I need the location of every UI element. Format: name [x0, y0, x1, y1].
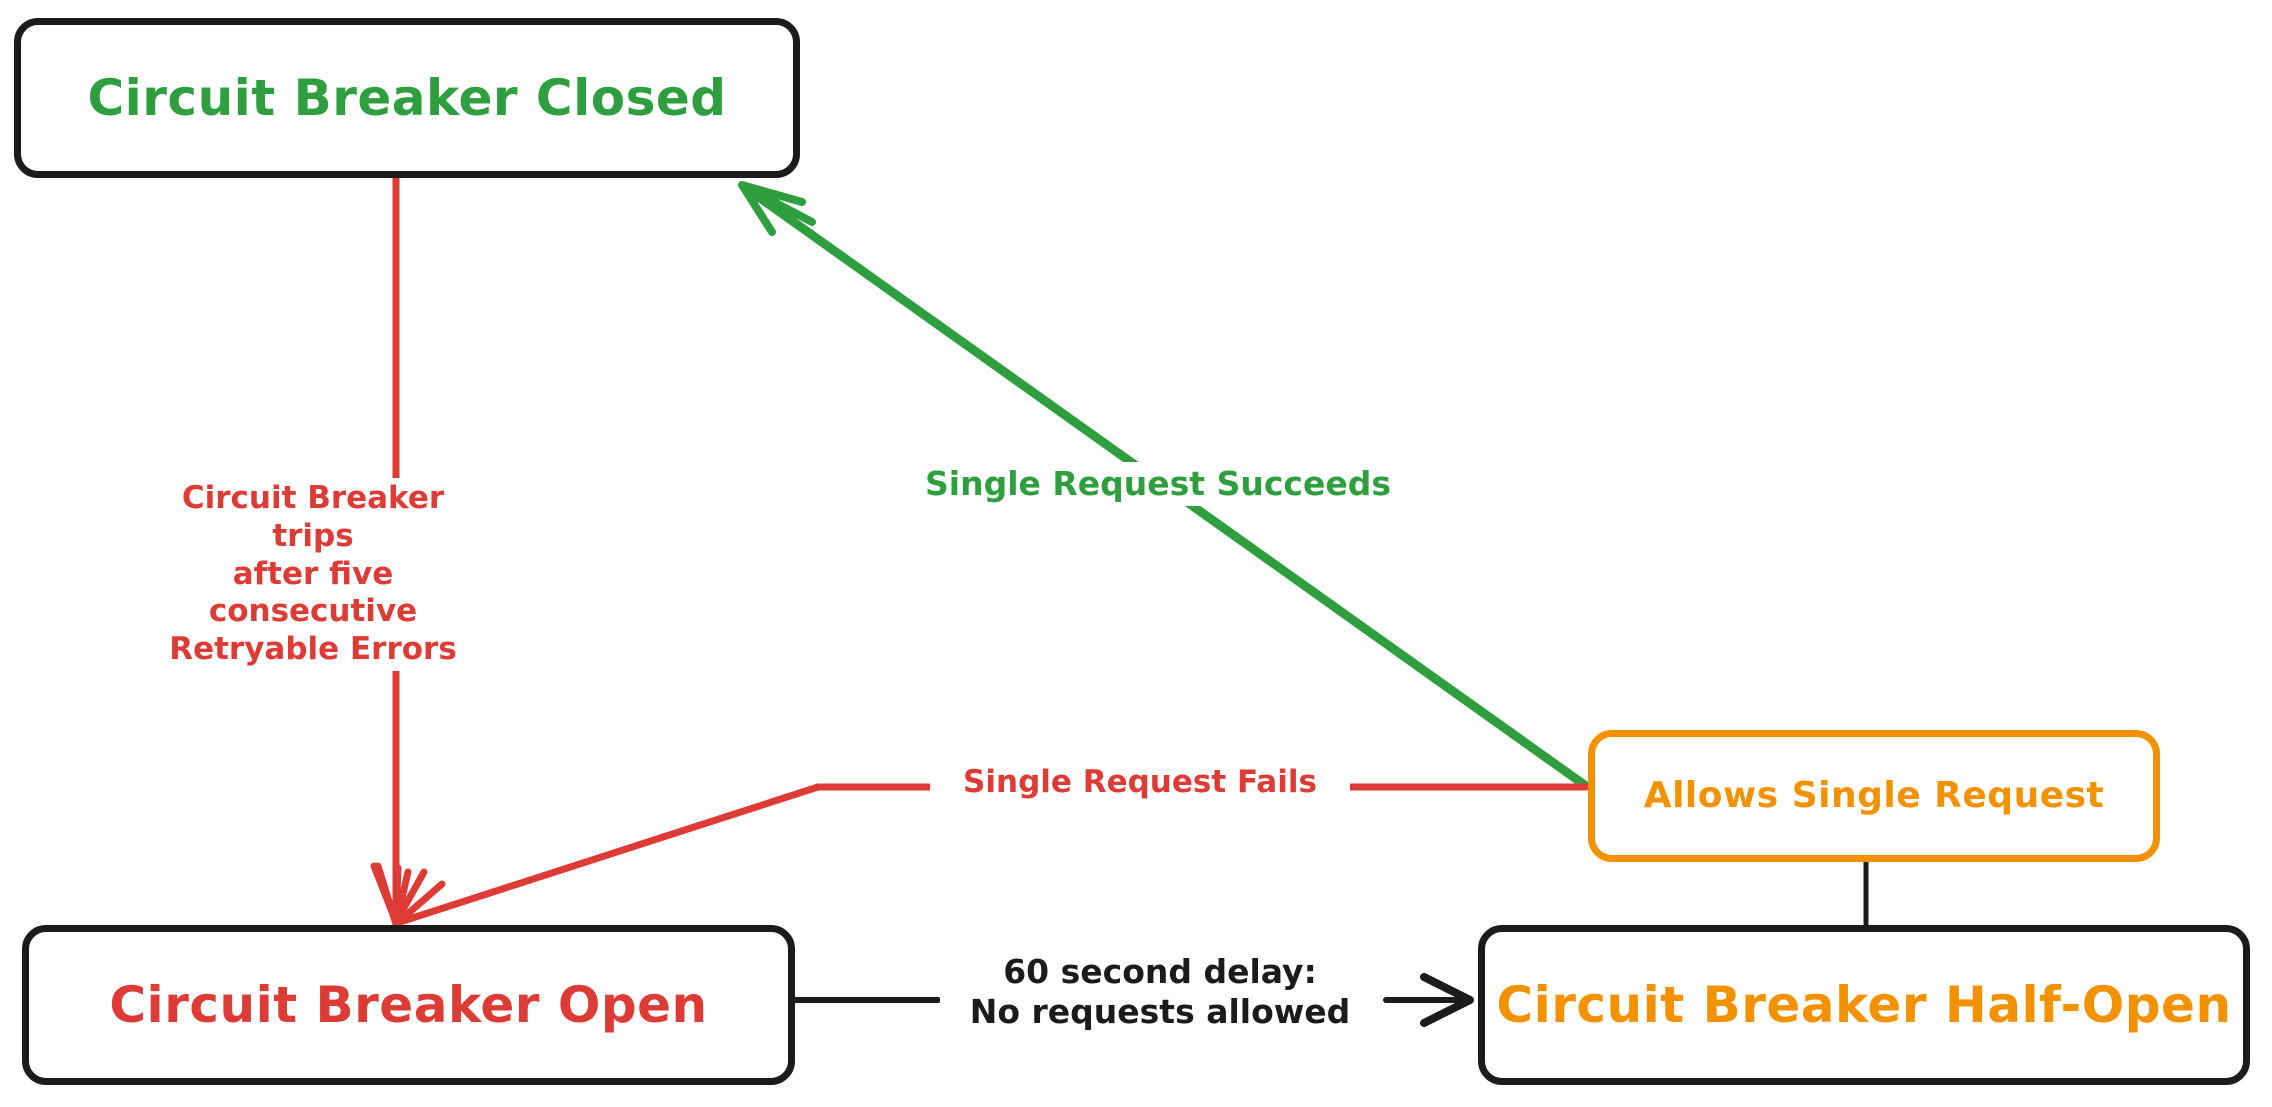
- edge-label-single-request-fails: Single Request Fails: [930, 762, 1350, 804]
- node-label-open: Circuit Breaker Open: [109, 975, 708, 1034]
- node-label-allows: Allows Single Request: [1643, 775, 2105, 817]
- edge-allows-to-open-arrowhead: [374, 862, 446, 928]
- edge-open-to-halfopen[interactable]: [792, 973, 1474, 1027]
- node-label-closed: Circuit Breaker Closed: [87, 68, 727, 127]
- edge-label-single-request-succeeds: Single Request Succeeds: [908, 462, 1408, 507]
- node-label-halfopen: Circuit Breaker Half-Open: [1496, 975, 2232, 1034]
- edge-allows-to-closed-arrowhead: [738, 181, 816, 236]
- edge-open-to-halfopen-arrowhead: [1420, 973, 1474, 1027]
- edge-label-circuit-breaker-trips: Circuit Breaker trips after five consecu…: [148, 478, 478, 672]
- node-circuit-breaker-open[interactable]: Circuit Breaker Open: [22, 925, 795, 1085]
- edge-label-60-second-delay: 60 second delay: No requests allowed: [940, 950, 1380, 1035]
- edge-allows-to-open-line: [396, 783, 1590, 926]
- node-circuit-breaker-half-open[interactable]: Circuit Breaker Half-Open: [1478, 925, 2250, 1085]
- node-allows-single-request[interactable]: Allows Single Request: [1588, 730, 2160, 862]
- node-circuit-breaker-closed[interactable]: Circuit Breaker Closed: [14, 18, 800, 178]
- edge-allows-to-open[interactable]: [374, 783, 1590, 928]
